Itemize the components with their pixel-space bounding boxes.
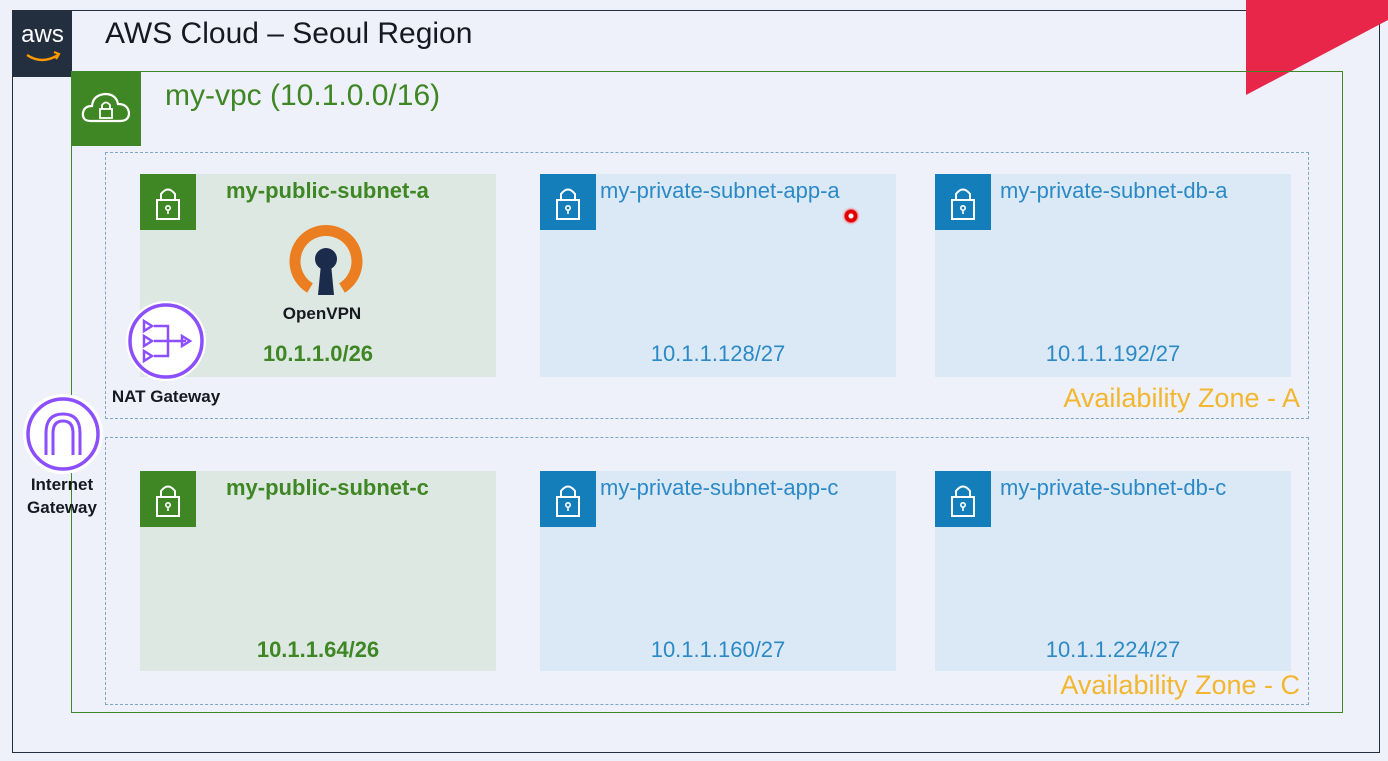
subnet-cidr: 10.1.1.160/27 bbox=[650, 637, 786, 662]
subnet-cidr: 10.1.1.128/27 bbox=[650, 341, 786, 366]
availability-zone-a-label: Availability Zone - A bbox=[1063, 383, 1300, 413]
aws-logo-icon bbox=[13, 11, 72, 77]
openvpn-logo-icon bbox=[288, 222, 364, 298]
subnet-cidr: 10.1.1.0/26 bbox=[262, 341, 374, 366]
subnet-name: my-public-subnet-c bbox=[226, 475, 429, 500]
subnet-name: my-public-subnet-a bbox=[226, 178, 429, 203]
availability-zone-c-label: Availability Zone - C bbox=[1060, 670, 1300, 700]
aws-logo-text: aws bbox=[21, 21, 64, 48]
vpc-frame bbox=[71, 71, 1343, 713]
padlock-icon bbox=[935, 174, 991, 230]
subnet-name: my-private-subnet-db-a bbox=[1000, 178, 1228, 203]
subnet-private-db-a bbox=[935, 174, 1291, 377]
padlock-icon bbox=[140, 471, 196, 527]
nat-gateway-label: NAT Gateway bbox=[111, 387, 221, 406]
padlock-icon bbox=[540, 174, 596, 230]
subnet-name: my-private-subnet-db-c bbox=[1000, 475, 1227, 500]
availability-zone-c bbox=[105, 437, 1309, 705]
subnet-private-db-c bbox=[935, 471, 1291, 671]
subnet-private-app-a bbox=[540, 174, 896, 377]
internet-gateway-label-line2: Gateway bbox=[27, 498, 97, 517]
subnet-cidr: 10.1.1.64/26 bbox=[256, 637, 380, 662]
subnet-cidr: 10.1.1.192/27 bbox=[1045, 341, 1181, 366]
padlock-icon bbox=[140, 174, 196, 230]
subnet-public-c bbox=[140, 471, 496, 671]
padlock-icon bbox=[540, 471, 596, 527]
openvpn-label: OpenVPN bbox=[282, 304, 362, 323]
internet-gateway-label-line1: Internet bbox=[30, 475, 94, 494]
vpc-cloud-lock-icon bbox=[71, 71, 141, 146]
internet-gateway-icon bbox=[22, 393, 104, 475]
laser-pointer-dot bbox=[842, 207, 860, 225]
subnet-name: my-private-subnet-app-a bbox=[600, 178, 840, 203]
subnet-cidr: 10.1.1.224/27 bbox=[1045, 637, 1181, 662]
subnet-private-app-c bbox=[540, 471, 896, 671]
subnet-name: my-private-subnet-app-c bbox=[600, 475, 839, 500]
vpc-title: my-vpc (10.1.0.0/16) bbox=[165, 79, 441, 112]
nat-gateway-icon bbox=[124, 299, 208, 383]
cloud-title: AWS Cloud – Seoul Region bbox=[105, 17, 473, 50]
padlock-icon bbox=[935, 471, 991, 527]
availability-zone-a bbox=[105, 152, 1309, 419]
